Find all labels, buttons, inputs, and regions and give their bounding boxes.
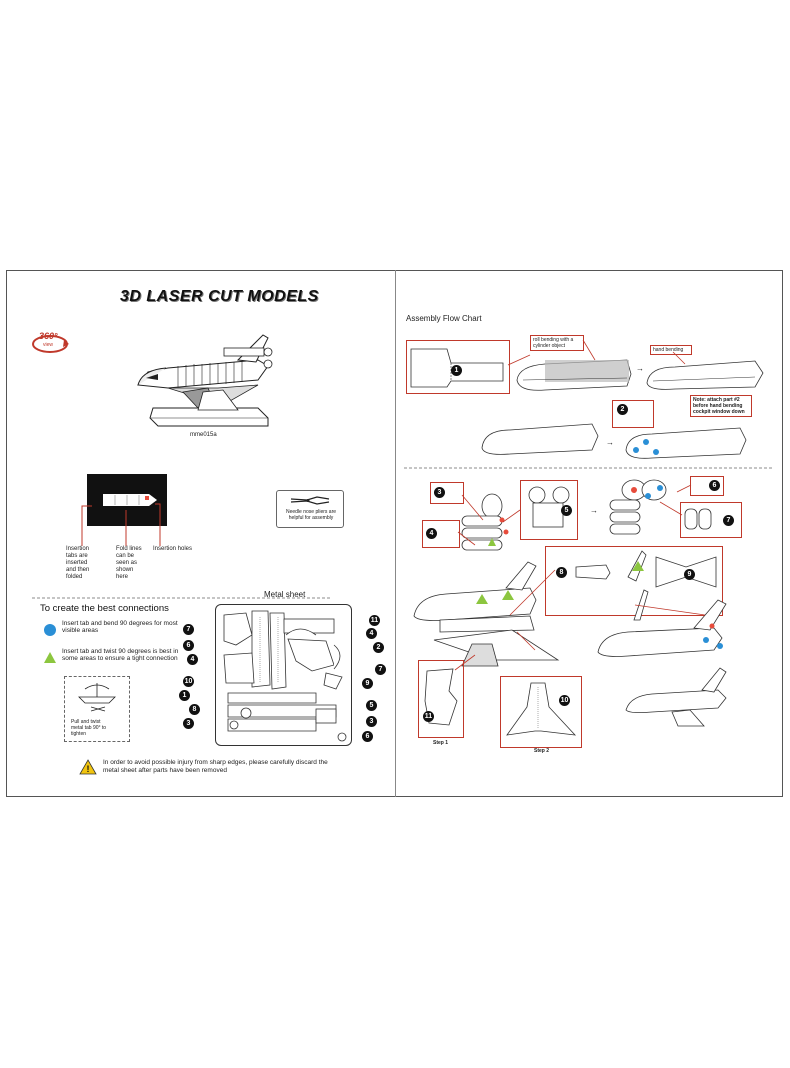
part-4-box: 4	[422, 520, 460, 548]
part-number: 10	[559, 695, 570, 706]
metal-sheet-label: Metal sheet	[264, 590, 306, 599]
step-2-box: 10	[500, 676, 582, 748]
part-number: 3	[434, 487, 445, 498]
warning-icon: !	[79, 759, 97, 775]
fuselage-step-drawing	[481, 423, 599, 455]
badge-360-text: 360°	[39, 331, 58, 341]
sheet-part-number: 3	[183, 718, 194, 729]
part-2-box: 2	[612, 400, 654, 428]
engine-cluster-drawing	[461, 493, 509, 551]
sheet-part-number: 6	[362, 731, 373, 742]
warning-text: In order to avoid possible injury from s…	[103, 759, 328, 774]
sheet-part-number: 4	[187, 654, 198, 665]
flow-arrow: →	[636, 364, 644, 373]
part-3-box: 3	[430, 482, 464, 504]
connections-heading: To create the best connections	[40, 603, 169, 614]
sheet-part-number: 6	[183, 640, 194, 651]
flow-connector-lines	[454, 339, 706, 671]
finished-shuttle-drawing	[625, 667, 727, 727]
part-number: 5	[561, 505, 572, 516]
connection-bend-text: Insert tab and bend 90 degrees for most …	[62, 620, 178, 634]
part-5-box: 5	[520, 480, 578, 540]
needle-nose-pliers-icon	[290, 496, 330, 505]
insertion-holes-label: Insertion holes	[153, 546, 193, 552]
fuselage-with-part2-drawing	[625, 427, 747, 459]
tab-callout-lines	[81, 503, 161, 546]
left-divider-dashed	[32, 597, 332, 599]
sheet-part-number: 2	[373, 642, 384, 653]
page-title: 3D LASER CUT MODELS	[120, 288, 319, 305]
flow-chart-heading: Assembly Flow Chart	[406, 314, 482, 323]
part-11-drawing	[424, 668, 458, 726]
connection-twist-text: Insert tab and twist 90 degrees is best …	[62, 648, 179, 662]
pliers-note-box: Needle nose pliers are helpful for assem…	[276, 490, 344, 528]
step-1-label: Step 1	[433, 740, 449, 746]
engine-assembly-drawing	[609, 479, 667, 535]
sheet-part-number: 1	[179, 690, 190, 701]
part-5-drawing	[528, 486, 570, 528]
part-7-drawing	[684, 508, 712, 530]
wing-assembly-drawing	[433, 629, 560, 667]
sheet-part-number: 4	[366, 628, 377, 639]
sheet-part-number: 7	[183, 624, 194, 635]
part-number: 2	[617, 404, 628, 415]
svg-text:!: !	[87, 764, 90, 774]
part-number: 4	[426, 528, 437, 539]
sheet-part-number: 3	[366, 716, 377, 727]
metal-sheet-parts-drawing	[223, 610, 347, 742]
tab-detail-photo	[87, 474, 167, 526]
part-number: 7	[723, 515, 734, 526]
metal-sheet-frame	[215, 604, 352, 746]
roll-bending-note: roll bending with a cylinder object	[530, 335, 584, 351]
shuttle-model-illustration	[137, 334, 273, 427]
part-number: 1	[451, 365, 462, 376]
insertion-tabs-label: Insertion tabs are inserted and then fol…	[66, 546, 90, 580]
flow-arrow: →	[606, 438, 614, 447]
attach-part-note: Note: attach part #2 before hand bending…	[690, 395, 752, 417]
part-number: 6	[709, 480, 720, 491]
instruction-sheet	[6, 270, 783, 797]
rotate-360-icon	[32, 335, 69, 353]
parts-8-9-box: 8 9	[545, 546, 723, 616]
part-number: 9	[684, 569, 695, 580]
sheet-part-number: 7	[375, 664, 386, 675]
twist-tab-drawing	[78, 683, 116, 712]
hand-bending-note: hand bending	[650, 345, 692, 355]
sheet-part-number: 9	[362, 678, 373, 689]
view-360-badge: 360° view	[30, 328, 70, 356]
badge-360-subtext: view	[43, 342, 54, 348]
sheet-part-number: 5	[366, 700, 377, 711]
part-number: 8	[556, 567, 567, 578]
fold-lines-label: Fold lines can be seen as shown here	[116, 546, 142, 580]
part-6-box: 6	[690, 476, 724, 496]
pliers-note-text: Needle nose pliers are helpful for assem…	[285, 509, 337, 521]
step-2-label: Step 2	[534, 748, 550, 754]
part-7-box: 7	[680, 502, 742, 538]
part-10-drawing	[506, 682, 577, 736]
shuttle-with-tail-drawing	[597, 599, 727, 657]
model-code: mme015a	[190, 432, 217, 438]
sheet-part-number: 11	[369, 615, 380, 626]
fuselage-hand-bend-drawing	[646, 360, 764, 390]
twist-inset-box: Pull and twist metal tab 90° to tighten	[64, 676, 130, 742]
step-1-box: 11	[418, 660, 464, 738]
twist-inset-note: Pull and twist metal tab 90° to tighten	[71, 719, 107, 737]
fuselage-roll-drawing	[516, 359, 632, 391]
part-1-box: 1	[406, 340, 510, 394]
tail-fin-drawing	[633, 589, 649, 621]
flow-arrow: →	[590, 506, 598, 515]
part-number: 11	[423, 711, 434, 722]
shuttle-assembly-drawing	[413, 561, 537, 633]
page-fold-line	[395, 270, 396, 797]
right-divider-dashed	[404, 467, 774, 469]
tab-detail-drawing	[103, 494, 157, 506]
sheet-part-number: 8	[189, 704, 200, 715]
green-triangle-icon	[44, 652, 56, 663]
blue-dot-icon	[44, 624, 56, 636]
sheet-part-number: 10	[183, 676, 194, 687]
